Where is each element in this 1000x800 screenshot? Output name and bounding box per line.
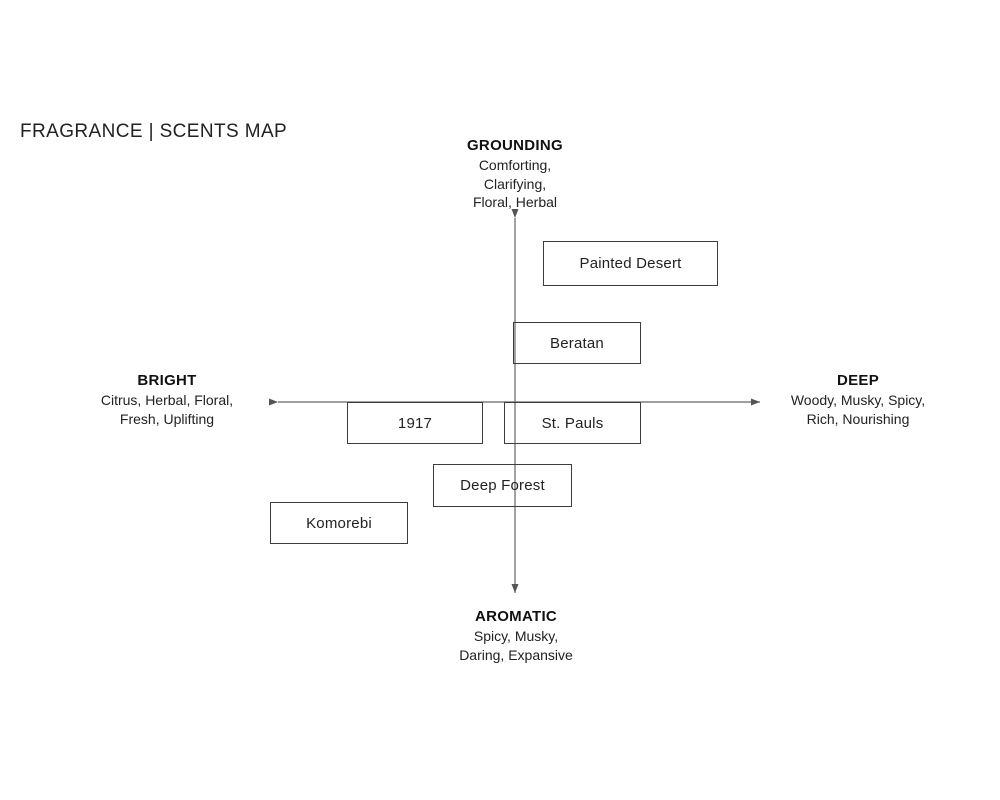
axis-desc-grounding: Comforting, Clarifying, Floral, Herbal	[472, 157, 558, 210]
axis-name-deep: DEEP	[836, 372, 880, 389]
axis-desc-deep: Woody, Musky, Spicy, Rich, Nourishing	[790, 392, 926, 427]
axis-name-grounding: GROUNDING	[466, 137, 564, 154]
axis-name-aromatic: AROMATIC	[474, 608, 558, 625]
page-title: FRAGRANCE | SCENTS MAP	[20, 121, 288, 142]
axis-label-bright: BRIGHT Citrus, Herbal, Floral, Fresh, Up…	[52, 372, 282, 428]
axis-name-bright: BRIGHT	[137, 372, 197, 389]
axis-label-aromatic: AROMATIC Spicy, Musky, Daring, Expansive	[406, 608, 626, 664]
axis-desc-bright: Citrus, Herbal, Floral, Fresh, Uplifting	[100, 392, 234, 427]
axis-label-deep: DEEP Woody, Musky, Spicy, Rich, Nourishi…	[743, 372, 973, 428]
axis-label-grounding: GROUNDING Comforting, Clarifying, Floral…	[405, 137, 625, 212]
axis-desc-aromatic: Spicy, Musky, Daring, Expansive	[459, 628, 573, 663]
